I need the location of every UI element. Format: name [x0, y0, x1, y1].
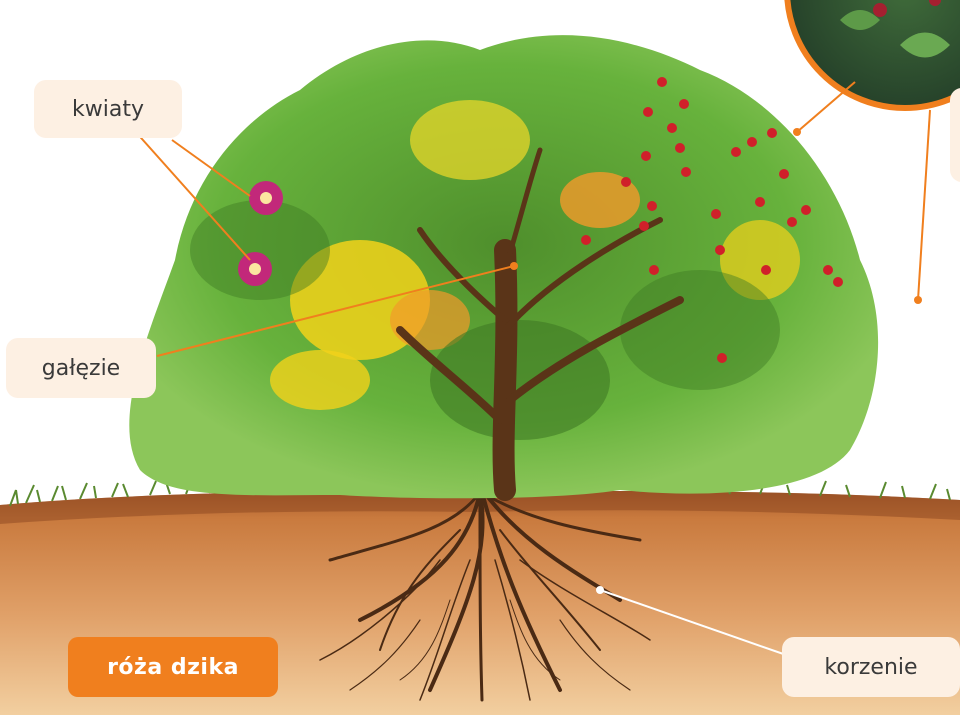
label-flowers: kwiaty: [34, 80, 182, 138]
leader-line-partial: [918, 110, 930, 300]
label-cropped: [950, 88, 960, 182]
label-roots: korzenie: [782, 637, 960, 697]
diagram-title: róża dzika: [68, 637, 278, 697]
closeup-inset: [787, 0, 960, 108]
label-branches: gałęzie: [6, 338, 156, 398]
flower-2: [238, 252, 272, 286]
flower-1: [249, 181, 283, 215]
leader-line-fruit: [797, 82, 855, 132]
